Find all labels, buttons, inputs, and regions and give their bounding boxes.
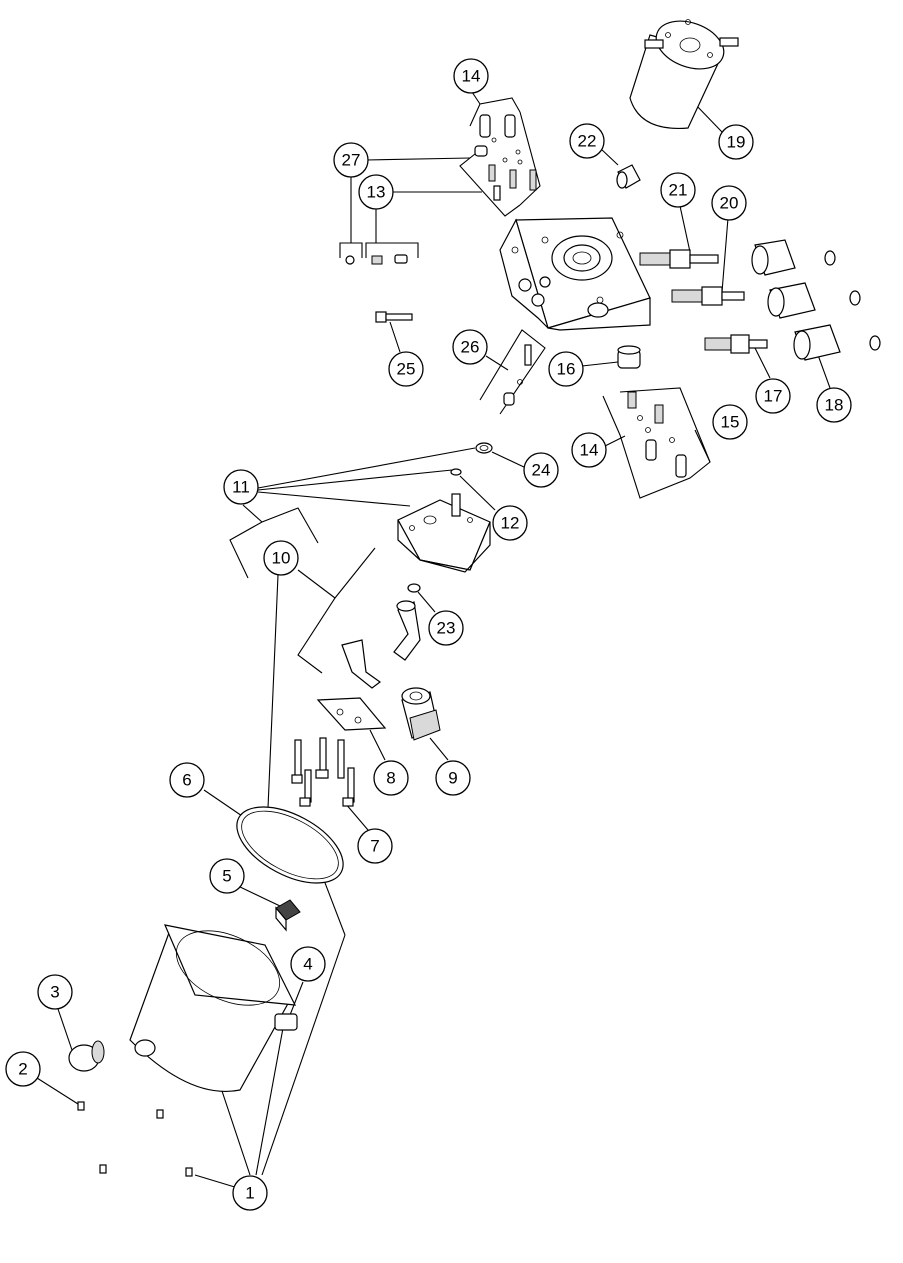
- svg-text:26: 26: [461, 338, 480, 357]
- callout-13: 13: [358, 174, 394, 210]
- svg-text:11: 11: [232, 478, 250, 497]
- cap-22: [616, 164, 641, 189]
- svg-text:13: 13: [367, 183, 386, 202]
- callout-18: 18: [816, 387, 852, 423]
- svg-text:1: 1: [245, 1184, 254, 1203]
- callout-25: 25: [388, 351, 424, 387]
- svg-text:23: 23: [437, 619, 456, 638]
- cartridge-20: [671, 286, 745, 306]
- coils-18: [751, 239, 881, 361]
- bolts-7: [291, 737, 355, 807]
- svg-text:14: 14: [462, 67, 481, 86]
- svg-text:20: 20: [720, 194, 739, 213]
- svg-text:14: 14: [580, 441, 599, 460]
- callout-20: 20: [711, 185, 747, 221]
- cap-3: [68, 1040, 105, 1072]
- svg-text:25: 25: [397, 360, 416, 379]
- small-items-13-27: [345, 254, 408, 265]
- callout-7: 7: [357, 828, 393, 864]
- svg-text:5: 5: [222, 867, 231, 886]
- callout-21: 21: [660, 172, 696, 208]
- callout-26: 26: [452, 329, 488, 365]
- valve-block: [499, 217, 651, 331]
- svg-text:2: 2: [18, 1060, 27, 1079]
- svg-text:15: 15: [721, 413, 740, 432]
- cartridge-21: [639, 249, 719, 269]
- magnet-5: [275, 899, 301, 932]
- valve-stack-bottom: [627, 391, 687, 478]
- svg-text:17: 17: [764, 387, 783, 406]
- bracket: [341, 639, 382, 689]
- callout-12: 12: [492, 505, 528, 541]
- plug-16: [617, 345, 641, 369]
- callout-4: 4: [290, 946, 326, 982]
- callout-9: 9: [435, 760, 471, 796]
- fitting-4: [274, 1013, 298, 1031]
- svg-text:18: 18: [825, 396, 844, 415]
- valve-stack-top: [474, 114, 537, 201]
- svg-text:3: 3: [50, 983, 59, 1002]
- callout-19: 19: [718, 124, 754, 160]
- screws-2: [77, 1101, 193, 1177]
- svg-text:22: 22: [578, 132, 597, 151]
- filter-9: [401, 687, 441, 741]
- svg-text:12: 12: [501, 514, 520, 533]
- callout-8: 8: [373, 760, 409, 796]
- svg-text:19: 19: [727, 133, 746, 152]
- pickup-tube: [393, 600, 421, 661]
- callout-14-bottom: 14: [571, 432, 607, 468]
- callout-24: 24: [523, 452, 559, 488]
- svg-text:9: 9: [448, 769, 457, 788]
- reservoir-1: [129, 924, 297, 1092]
- cartridge-17: [704, 334, 768, 354]
- callout-27: 27: [333, 142, 369, 178]
- callout-6: 6: [169, 762, 205, 798]
- callout-2: 2: [5, 1051, 41, 1087]
- svg-text:8: 8: [386, 769, 395, 788]
- svg-text:27: 27: [342, 151, 361, 170]
- svg-text:21: 21: [669, 181, 688, 200]
- callout-11: 11: [223, 469, 259, 505]
- svg-text:24: 24: [532, 461, 551, 480]
- svg-text:7: 7: [370, 837, 379, 856]
- pump-11: [397, 493, 491, 573]
- bolt-25: [375, 311, 413, 323]
- callout-14-top: 14: [453, 58, 489, 94]
- svg-text:10: 10: [272, 549, 291, 568]
- motor-19: [629, 19, 739, 130]
- svg-text:16: 16: [557, 360, 576, 379]
- plate-8: [316, 697, 387, 731]
- callout-3: 3: [37, 974, 73, 1010]
- callout-10: 10: [263, 540, 299, 576]
- parts-26: [503, 344, 532, 406]
- svg-text:6: 6: [182, 771, 191, 790]
- callout-17: 17: [755, 378, 791, 414]
- svg-text:4: 4: [303, 955, 312, 974]
- gasket-6: [236, 806, 344, 884]
- leader-lines: [36, 91, 831, 1189]
- orings: [407, 442, 493, 593]
- callout-22: 22: [569, 123, 605, 159]
- callout-1: 1: [232, 1175, 268, 1211]
- callout-5: 5: [209, 858, 245, 894]
- callout-23: 23: [428, 610, 464, 646]
- callout-16: 16: [548, 351, 584, 387]
- callout-15: 15: [712, 404, 748, 440]
